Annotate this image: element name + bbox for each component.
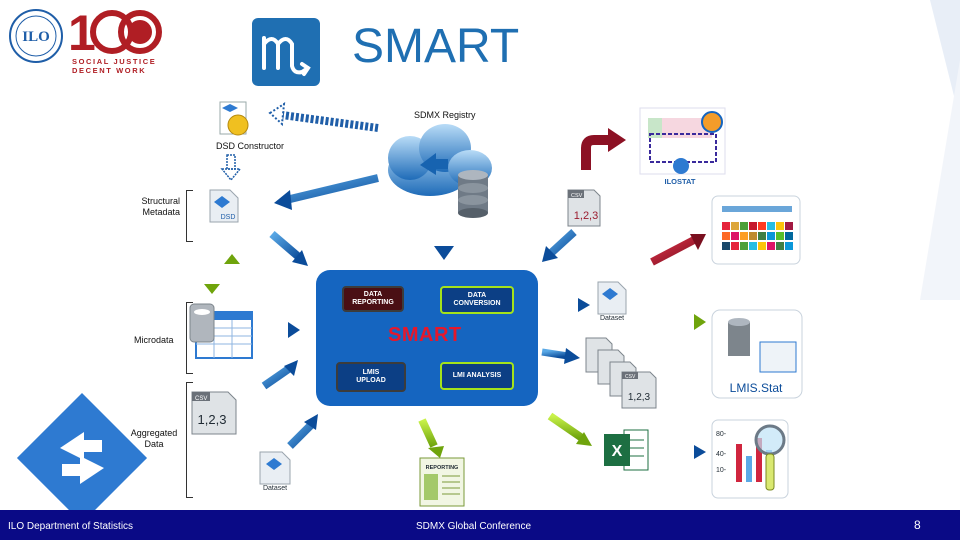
sdg-goals-image [711,195,801,265]
dotted-arrow-registry-to-constructor [268,102,379,132]
lmis-stat-image [711,309,803,399]
csv-badge-stack: CSV [625,374,636,380]
chart-tick-0: 80- [716,431,727,438]
data-reporting-line-2: REPORTING [352,299,394,306]
csv-badge-aggregated: CSV [195,396,207,402]
excel-icon: X [604,429,649,471]
dataset-label-right: Dataset [600,315,624,322]
arrow-aggregated-to-smart [261,360,298,390]
csv-content-stack: 1,2,3 [628,392,651,403]
green-arrow-to-excel [547,412,592,446]
arrow-registry-to-dsd [274,174,379,210]
chart-tick-1: 40- [716,451,727,458]
data-conversion-line-1: DATA [467,292,487,299]
microdata-label: Microdata [134,335,174,345]
dsd-constructor-label: DSD Constructor [216,141,285,151]
sdmx-registry-label: SDMX Registry [414,110,476,120]
page-title: SMART [352,20,520,73]
lmis-stat-label: LMIS.Stat [730,381,783,395]
microdata-bracket [186,302,193,374]
chart-tick-2: 10- [716,467,727,474]
structural-metadata-bracket [186,190,193,242]
dataset-label-bottom: Dataset [263,485,287,492]
ilo-logo: ILO [9,9,63,63]
lmis-upload-line-2: UPLOAD [356,377,386,384]
aggregated-data-line-2: Data [144,439,164,449]
lmi-analysis-chip: LMI ANALYSIS [440,362,514,390]
dsd-constructor-icon [219,101,249,136]
structural-metadata-line-2: Metadata [142,207,180,217]
tagline-line-2: DECENT WORK [72,65,147,75]
structural-metadata-label: Structural Metadata [134,196,180,218]
csv-content-top: 1,2,3 [574,210,598,222]
sdmx-registry-cloud [388,124,492,218]
arrow-smart-to-csv-stack [541,348,580,364]
aggregated-data-line-1: Aggregated [130,428,178,438]
reporting-doc-label: REPORTING [426,465,459,471]
flow-diagram: ILOSTAT DSD CSV 1,2,3 [16,101,803,510]
red-arrow-to-sdg [650,234,706,266]
green-arrow-smart-to-reporting [418,418,444,458]
csv-badge-top: CSV [571,193,583,199]
dataset-icon-bottom [259,451,291,485]
microdata-spreadsheet-icon [189,303,253,359]
footer-conference: SDMX Global Conference [416,521,532,532]
arrow-microdata-to-smart [258,322,300,338]
lmis-upload-line-1: LMIS [362,369,380,376]
smart-core-panel: DATA REPORTING DATA CONVERSION SMART LMI… [316,270,538,406]
arrow-smart-to-dataset [546,298,590,312]
csv-content-aggregated: 1,2,3 [198,412,227,427]
dataset-icon-right [597,281,627,315]
structural-metadata-line-1: Structural [141,196,180,206]
dsd-file-icon [209,189,239,223]
arrow-registry-to-smart [434,226,454,260]
centenary-tagline: SOCIAL JUSTICE DECENT WORK [72,57,157,75]
analysis-chart-icon [711,419,789,499]
footer-department: ILO Department of Statistics [8,521,134,532]
svg-text:ILO: ILO [22,29,50,45]
reporting-document-icon [419,457,465,507]
arrow-dsd-to-smart [269,230,308,266]
arrow-excel-to-chart [660,445,706,459]
centenary-logo: 1 [68,6,162,56]
csv-file-icon-aggregated [191,391,237,435]
data-conversion-line-2: CONVERSION [453,300,501,307]
footer-bar: ILO Department of Statistics SDMX Global… [0,510,960,540]
dotted-arrow-constructor-to-dsd [220,154,242,182]
data-conversion-chip: DATA CONVERSION [440,286,514,314]
database-cylinders-icon [458,170,488,218]
ilostat-diagram [639,107,726,175]
data-reporting-chip: DATA REPORTING [342,286,404,312]
data-reporting-line-1: DATA [363,291,383,298]
smart-core-title: SMART [388,324,462,346]
arrow-dataset-to-smart [287,414,318,449]
slide-number: 8 [914,518,921,532]
arrow-csv-to-smart [542,229,577,262]
smart-glyph-icon [262,36,311,76]
svg-text:X: X [612,443,623,460]
aggregated-data-bracket [186,382,193,498]
green-updown-arrows [204,254,240,294]
sdmx-logo [16,392,148,510]
red-curved-arrow-to-ilostat [581,128,626,170]
corner-decoration [920,0,960,300]
smart-app-logo [252,18,320,86]
green-arrow-to-lmis [650,314,706,330]
lmis-upload-chip: LMIS UPLOAD [336,362,406,392]
ilostat-label: ILOSTAT [665,177,696,186]
aggregated-data-label: Aggregated Data [128,428,180,450]
tagline-line-1: SOCIAL JUSTICE [72,57,157,66]
csv-file-icon-top [567,189,601,227]
dsd-file-label: DSD [221,214,236,221]
csv-file-stack [585,337,657,409]
